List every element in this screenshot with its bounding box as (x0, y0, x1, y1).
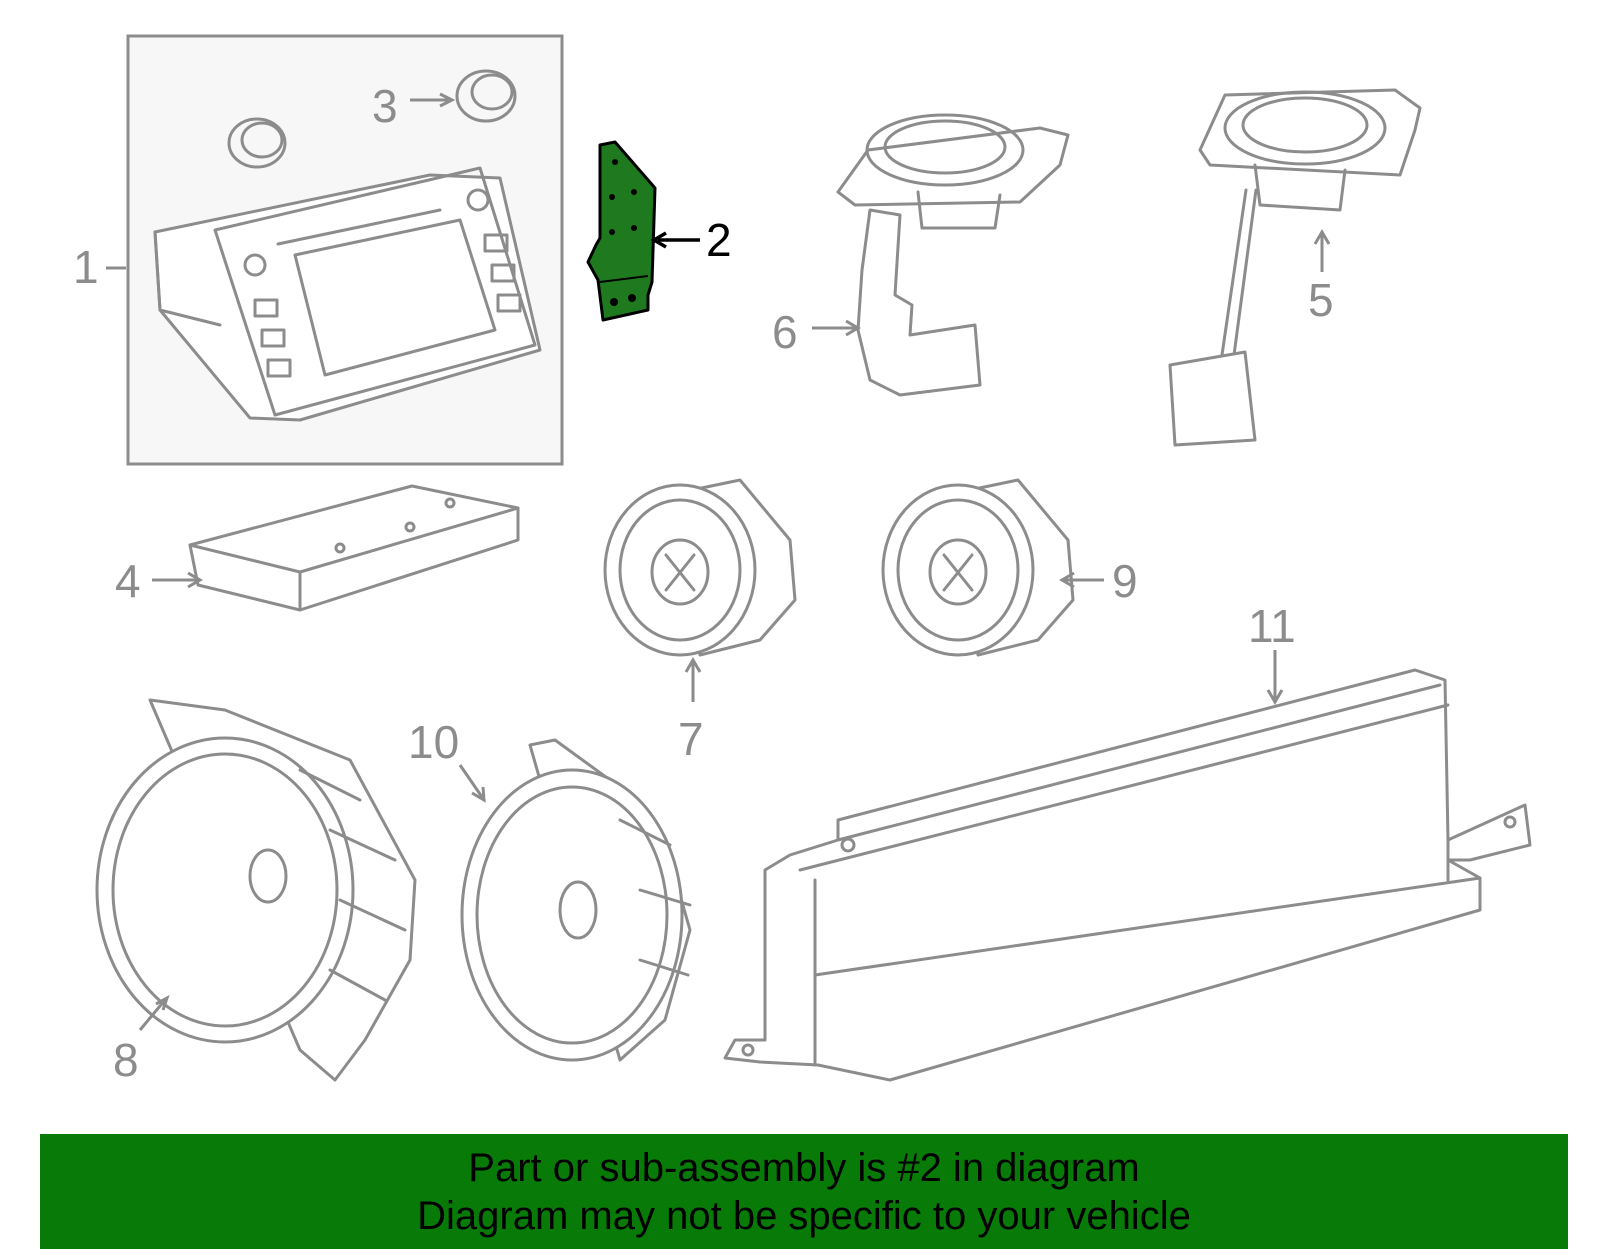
part-4-module[interactable] (188, 484, 520, 612)
part-1-head-unit[interactable] (126, 34, 564, 466)
part-6-tweeter[interactable] (836, 113, 1070, 397)
callout-11: 11 (1248, 600, 1296, 652)
banner-line-1: Part or sub-assembly is #2 in diagram (468, 1146, 1140, 1190)
part-5-tweeter[interactable] (1168, 88, 1422, 447)
part-7-speaker[interactable] (603, 478, 797, 657)
callout-2: 2 (706, 214, 732, 266)
callout-3: 3 (372, 80, 398, 132)
parts-diagram: 1 2 3 4 5 6 7 8 9 10 11 (73, 34, 1532, 1086)
info-banner: Part or sub-assembly is #2 in diagram Di… (40, 1134, 1568, 1249)
part-10-speaker[interactable] (460, 738, 692, 1062)
leader-lines (106, 92, 1331, 1031)
banner-line-2: Diagram may not be specific to your vehi… (417, 1194, 1191, 1238)
part-8-speaker[interactable] (95, 698, 417, 1082)
callout-labels: 1 2 3 4 5 6 7 8 9 10 11 (73, 80, 1334, 1086)
callout-5: 5 (1308, 274, 1334, 326)
part-3-knob[interactable] (455, 69, 517, 123)
part-11-amplifier[interactable] (723, 668, 1532, 1082)
callout-9: 9 (1112, 555, 1138, 607)
callout-10: 10 (408, 716, 459, 768)
callout-1: 1 (73, 241, 99, 293)
callout-4: 4 (115, 555, 141, 607)
callout-7: 7 (678, 713, 704, 765)
callout-8: 8 (113, 1034, 139, 1086)
part-9-speaker[interactable] (881, 478, 1075, 657)
callout-6: 6 (772, 306, 798, 358)
part-2-bracket-highlighted[interactable] (586, 140, 657, 322)
